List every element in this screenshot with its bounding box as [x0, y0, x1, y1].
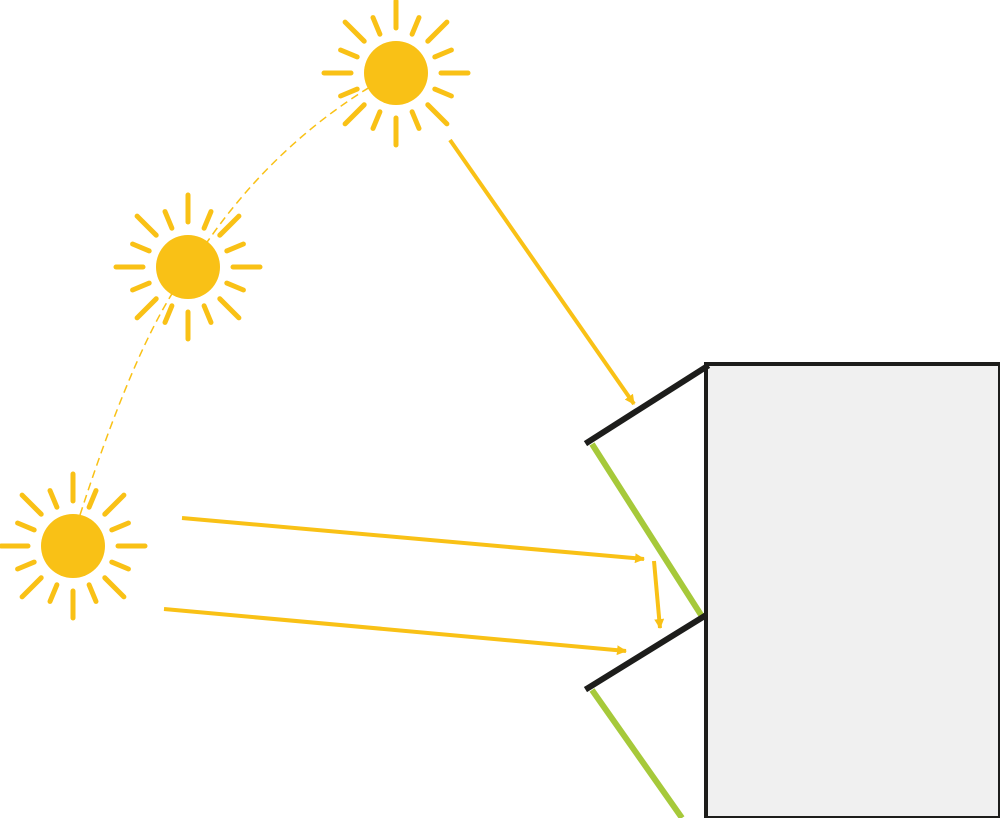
sun-ray: [370, 109, 383, 131]
sun-ray: [47, 582, 60, 604]
sun-ray: [338, 86, 360, 99]
sun-ray: [370, 15, 383, 37]
upper-shading-fin: [583, 362, 711, 620]
sun-ray: [130, 241, 152, 254]
sun-ray: [409, 15, 422, 37]
sun-ray: [130, 280, 152, 293]
sun-ray: [425, 19, 450, 44]
ray-low-lower: [163, 607, 627, 656]
sun-ray: [47, 488, 60, 510]
ray-high: [448, 138, 636, 406]
sun-icon: [0, 471, 148, 621]
sun-ray: [201, 303, 214, 325]
lower-overhang: [583, 612, 708, 693]
building-wall: [704, 362, 1000, 818]
wall-body: [704, 362, 1000, 818]
sun-ray: [217, 213, 242, 238]
sun-ray: [201, 209, 214, 231]
upper-glazing: [589, 442, 706, 620]
sun-ray: [432, 86, 454, 99]
lower-glazing: [589, 688, 685, 818]
sun-ray: [162, 303, 175, 325]
sun-disc: [156, 235, 220, 299]
sun-ray: [109, 520, 131, 533]
sun-ray: [342, 19, 367, 44]
sun-ray: [425, 102, 450, 127]
sun-ray: [15, 520, 37, 533]
sun-ray: [19, 575, 44, 600]
sun-ray: [15, 559, 37, 572]
sun-ray: [162, 209, 175, 231]
ray-low-upper: [181, 516, 645, 564]
sun-disc: [364, 41, 428, 105]
sun-ray: [134, 213, 159, 238]
sun-ray: [224, 280, 246, 293]
sun-ray: [342, 102, 367, 127]
sun-ray: [224, 241, 246, 254]
sun-ray: [217, 296, 242, 321]
sun-ray: [102, 575, 127, 600]
upper-overhang: [583, 362, 711, 447]
lower-shading-fin: [583, 612, 708, 818]
sun-ray: [409, 109, 422, 131]
ray-reflected: [652, 560, 665, 629]
sun-ray: [432, 47, 454, 60]
sun-rays: [163, 138, 665, 656]
sun-ray: [86, 582, 99, 604]
sun-icon: [321, 0, 471, 148]
sun-ray: [19, 492, 44, 517]
sun-ray: [86, 488, 99, 510]
sun-disc: [41, 514, 105, 578]
sun-ray: [109, 559, 131, 572]
sun-ray: [102, 492, 127, 517]
sun-ray: [338, 47, 360, 60]
sun-ray: [134, 296, 159, 321]
sun-icon: [113, 192, 263, 342]
sun-path-arc: [79, 71, 397, 516]
